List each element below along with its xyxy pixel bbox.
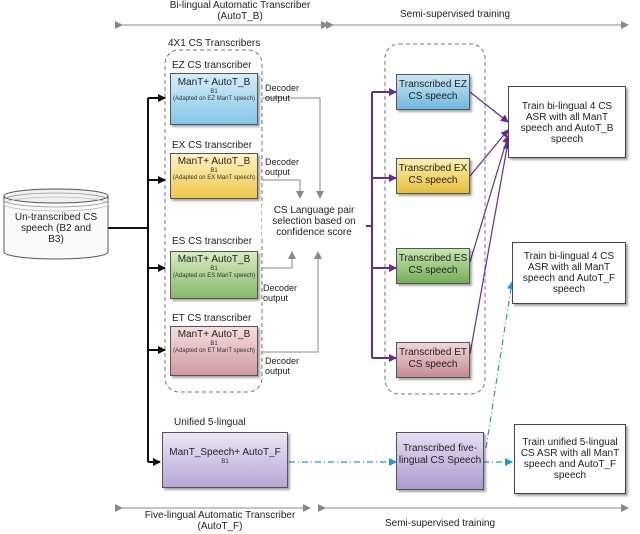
ex-transcriber-name: ManT+ AutoT_B <box>177 156 251 167</box>
unified-transcriber-name: ManT_Speech+ AutoT_F <box>169 447 281 458</box>
transcribed-es-box: Transcribed ES CS speech <box>396 248 470 284</box>
unified-transcriber-box: ManT_Speech+ AutoT_F B1 <box>162 432 288 488</box>
train-bilingual-autot-b-label: Train bi-lingual 4 CS ASR with all ManT … <box>520 101 614 145</box>
ez-to-train1-arrow <box>469 91 509 123</box>
ez-transcriber-note: (Adapted on EZ ManT speech) <box>173 96 255 102</box>
unified-title: Unified 5-lingual <box>174 417 246 428</box>
ez-transcriber-subscript: B1 <box>210 89 218 95</box>
ex-transcriber-title: EX CS transcriber <box>172 140 253 151</box>
database-icon <box>3 188 109 260</box>
unified-transcriber-subscript: B1 <box>221 459 229 465</box>
ex-to-train1-arrow <box>469 129 509 177</box>
ex-decoder-output-label: Decoder output <box>265 157 300 177</box>
transcribed-ez-box: Transcribed EZ CS speech <box>396 74 470 110</box>
et-decoder-output-label: Decoder output <box>265 356 300 376</box>
es-transcriber-note: (Adapted on ES ManT speech) <box>172 273 256 279</box>
transcribed-es-label: Transcribed ES CS speech <box>398 253 468 276</box>
header-right-title: Semi-supervised training <box>400 9 511 20</box>
train-bilingual-autot-b-box: Train bi-lingual 4 CS ASR with all ManT … <box>508 86 626 158</box>
footer-right-title: Semi-supervised training <box>385 518 496 529</box>
es-output-line <box>262 251 296 269</box>
transcribed-ex-box: Transcribed EX CS speech <box>396 158 470 194</box>
train-bilingual-autot-f-label: Train bi-lingual 4 CS ASR with all ManT … <box>522 251 616 295</box>
et-to-train1-arrow <box>469 141 511 355</box>
es-transcriber-title: ES CS transcriber <box>172 236 253 247</box>
transcribed-five-lingual-box: Transcribed five-lingual CS Speech <box>396 432 484 490</box>
ez-transcriber-box: ManT+ AutoT_B B1 (Adapted on EZ ManT spe… <box>170 73 258 125</box>
ez-output-line <box>262 97 324 199</box>
train-bilingual-autot-f-box: Train bi-lingual 4 CS ASR with all ManT … <box>512 242 626 304</box>
ex-output-line <box>262 179 304 199</box>
transcribed-et-box: Transcribed ET CS speech <box>396 342 470 378</box>
transcribed-ez-label: Transcribed EZ CS speech <box>399 79 467 102</box>
transcribed-et-label: Transcribed ET CS speech <box>399 347 467 370</box>
transcribed-five-lingual-label: Transcribed five-lingual CS Speech <box>398 443 482 466</box>
ex-transcriber-box: ManT+ AutoT_B B1 (Adapted on EX ManT spe… <box>170 153 258 199</box>
et-output-line <box>262 251 322 353</box>
es-transcriber-box: ManT+ AutoT_B B1 (Adapted on ES ManT spe… <box>170 251 258 299</box>
ez-transcriber-name: ManT+ AutoT_B <box>177 77 251 88</box>
et-transcriber-subscript: B1 <box>210 341 218 347</box>
es-transcriber-subscript: B1 <box>210 266 218 272</box>
et-transcriber-title: ET CS transcriber <box>172 313 252 324</box>
es-to-train1-arrow <box>469 135 510 263</box>
source-label: Un-transcribed CS speech (B2 and B3) <box>14 212 98 245</box>
ex-transcriber-subscript: B1 <box>210 168 218 174</box>
ex-transcriber-note: (Adapted on EX ManT speech) <box>172 175 256 181</box>
train-unified-label: Train unified 5-lingual CS ASR with all … <box>520 437 620 481</box>
ez-decoder-output-label: Decoder output <box>265 83 300 103</box>
train-unified-box: Train unified 5-lingual CS ASR with all … <box>514 424 626 494</box>
et-transcriber-box: ManT+ AutoT_B B1 (Adapted on ET ManT spe… <box>170 326 258 376</box>
header-left-title: Bi-lingual Automatic Transcriber (AutoT_… <box>169 0 311 22</box>
footer-left-title: Five-lingual Automatic Transcriber (Auto… <box>144 510 296 532</box>
es-decoder-output-label: Decoder output <box>263 283 298 303</box>
es-transcriber-name: ManT+ AutoT_B <box>177 254 251 265</box>
selector-label: CS Language pair selection based on conf… <box>262 205 366 238</box>
transcribed-group-outline <box>384 43 486 395</box>
et-transcriber-name: ManT+ AutoT_B <box>177 329 251 340</box>
transcribed-to-train2-arrow <box>485 281 515 449</box>
et-transcriber-note: (Adapted on ET ManT speech) <box>173 348 255 354</box>
transcribed-ex-label: Transcribed EX CS speech <box>398 163 468 186</box>
group-title: 4X1 CS Transcribers <box>168 38 261 49</box>
ez-transcriber-title: EZ CS transcriber <box>172 60 252 71</box>
